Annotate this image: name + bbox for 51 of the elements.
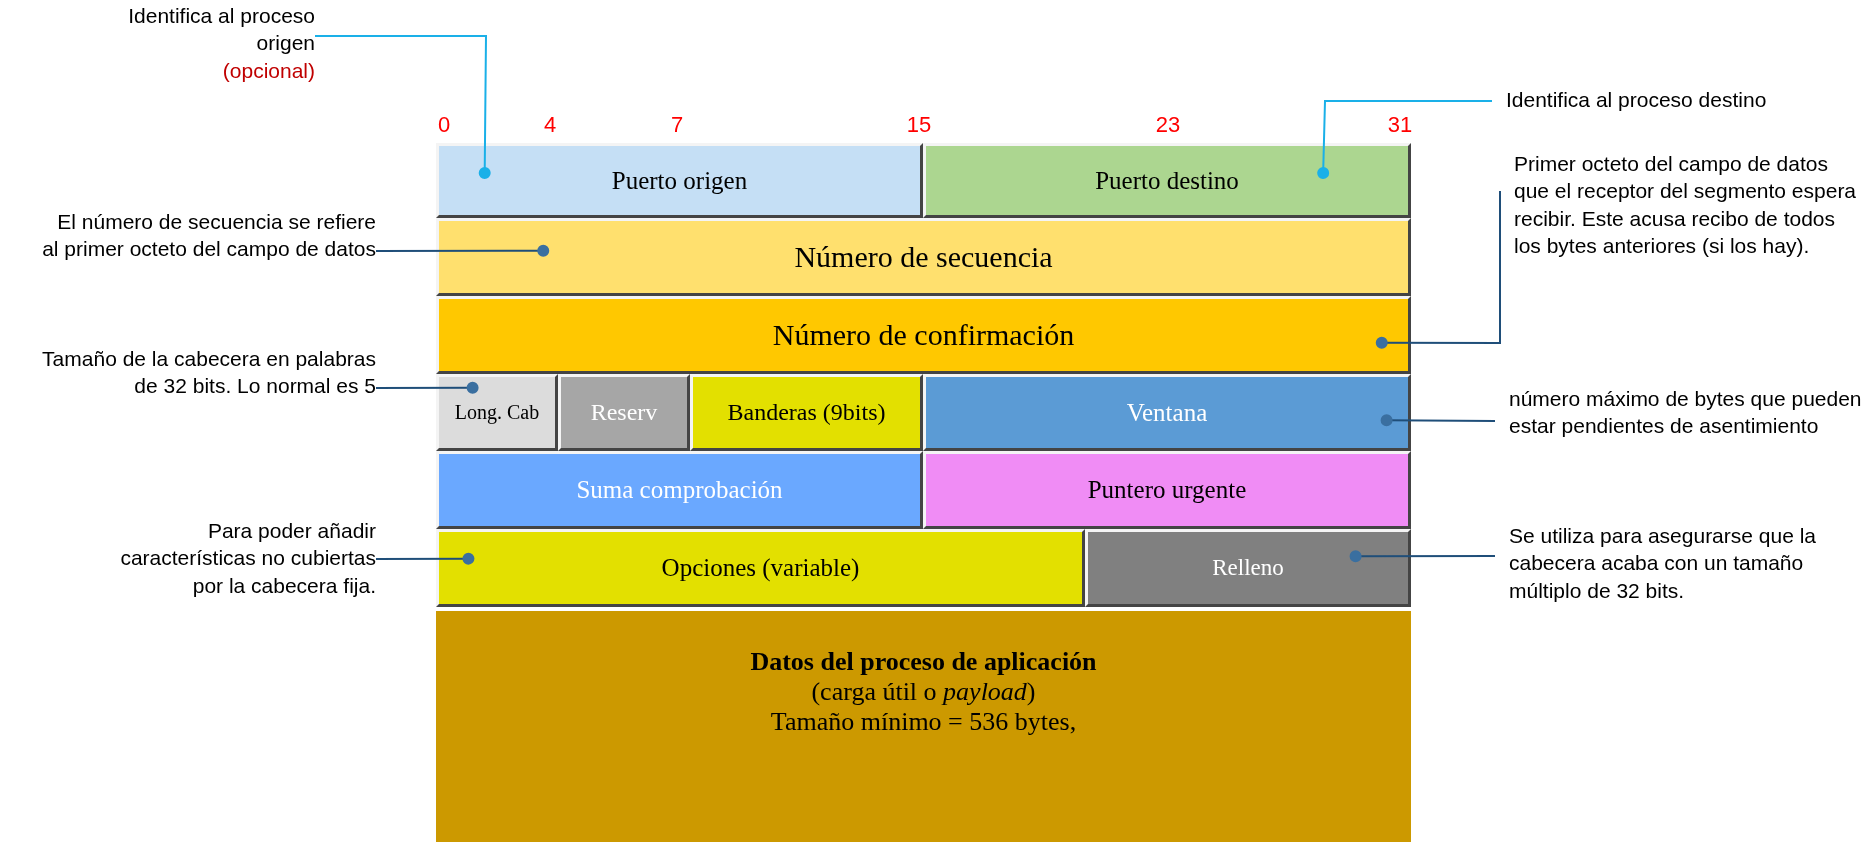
bit-number-label: 7 (670, 112, 684, 138)
header-field (436, 296, 1411, 374)
annotation-text: número máximo de bytes que pueden estar pendientes de asentimiento (1509, 386, 1863, 440)
field-name: Ventana (1126, 398, 1208, 427)
field-name: Banderas (9bits) (727, 399, 886, 426)
annotation-text: Tamaño de la cabecera en palabras de 32 bits. Lo normal es 5 (41, 346, 376, 400)
header-field (436, 143, 923, 218)
field-name: Número de confirmación (772, 318, 1075, 352)
annotation-note: (opcional) (221, 57, 315, 84)
leader-line (1375, 190, 1501, 349)
field-name: Reserv (590, 399, 658, 426)
annotation-text: El número de secuencia se refiere al primer octeto del campo de datos (41, 209, 376, 263)
header-field (436, 218, 1411, 296)
header-field (923, 143, 1411, 218)
header-field (923, 451, 1411, 529)
leader-line (314, 35, 491, 179)
annotation-text: Para poder añadir características no cubiertas por la cabecera fija. (119, 518, 376, 599)
field-name: Puerto origen (611, 166, 748, 195)
payload-title: Datos del proceso de aplicación (750, 647, 1097, 677)
header-field (690, 374, 923, 451)
header-field (1085, 529, 1411, 607)
field-name: Número de secuencia (794, 240, 1053, 274)
bit-number-label: 0 (437, 112, 451, 138)
annotation-text: Se utiliza para asegurarse que la cabecera acaba con un tamaño múltiplo de 32 bits. (1509, 523, 1818, 604)
leader-line (1380, 414, 1496, 427)
payload-text: (carga útil o payload) (811, 677, 1036, 707)
field-name: Long. Cab (454, 401, 540, 424)
field-name: Puerto destino (1095, 166, 1239, 195)
bit-number-label: 15 (906, 112, 932, 138)
leader-line (1349, 550, 1496, 563)
bit-number-label: 4 (543, 112, 557, 138)
header-field (558, 374, 690, 451)
payload-area (436, 611, 1411, 842)
header-field (923, 374, 1411, 451)
field-name: Opciones (variable) (661, 554, 860, 582)
field-name: Relleno (1212, 555, 1284, 581)
field-name: Puntero urgente (1087, 476, 1247, 504)
annotation-text: Identifica al proceso origen (127, 3, 315, 57)
bit-number-label: 31 (1387, 112, 1413, 138)
bit-number-label: 23 (1155, 112, 1181, 138)
leader-line (375, 244, 550, 257)
header-field (436, 529, 1085, 607)
header-field (436, 374, 558, 451)
annotation-text: Identifica al proceso destino (1506, 87, 1768, 113)
field-name: Suma comprobación (576, 476, 783, 504)
header-field (436, 451, 923, 529)
leader-line (375, 381, 479, 394)
leader-line (375, 552, 475, 565)
payload-text: Tamaño mínimo = 536 bytes, (770, 707, 1077, 737)
annotation-text: Primer octeto del campo de datos que el receptor del segmento espera recibir. Este acusa recibo de todos los bytes anteriores (si los hay). (1514, 151, 1858, 259)
leader-line (1317, 100, 1493, 179)
